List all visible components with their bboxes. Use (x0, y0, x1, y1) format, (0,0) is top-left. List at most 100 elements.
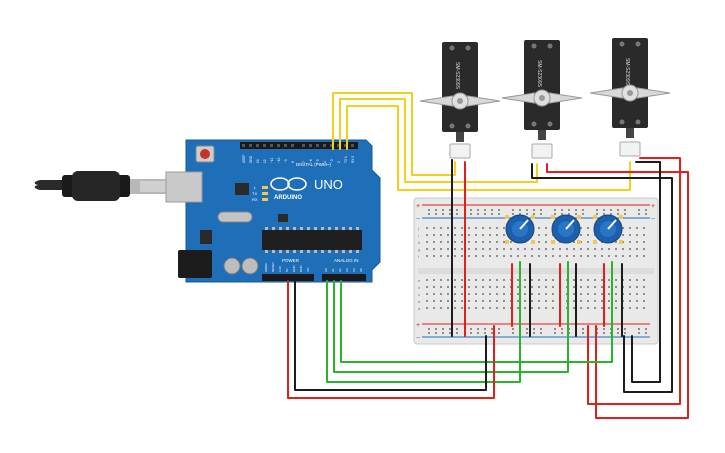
servo-1[interactable]: SM-S2309S (419, 42, 501, 159)
breadboard-hole[interactable] (426, 234, 428, 236)
breadboard-hole[interactable] (533, 209, 535, 211)
breadboard-hole[interactable] (531, 279, 533, 281)
breadboard-hole[interactable] (447, 293, 449, 295)
breadboard-hole[interactable] (545, 248, 547, 250)
breadboard-hole[interactable] (596, 213, 598, 215)
breadboard-hole[interactable] (526, 213, 528, 215)
breadboard-hole[interactable] (454, 227, 456, 229)
breadboard-hole[interactable] (594, 255, 596, 257)
breadboard-hole[interactable] (608, 248, 610, 250)
breadboard-hole[interactable] (470, 332, 472, 334)
breadboard-hole[interactable] (447, 300, 449, 302)
breadboard-hole[interactable] (624, 209, 626, 211)
breadboard-hole[interactable] (554, 213, 556, 215)
breadboard-hole[interactable] (636, 279, 638, 281)
breadboard-hole[interactable] (461, 286, 463, 288)
breadboard-hole[interactable] (582, 213, 584, 215)
breadboard-hole[interactable] (470, 209, 472, 211)
breadboard-hole[interactable] (428, 209, 430, 211)
breadboard-hole[interactable] (428, 328, 430, 330)
breadboard-hole[interactable] (524, 307, 526, 309)
breadboard-hole[interactable] (624, 328, 626, 330)
breadboard-hole[interactable] (573, 279, 575, 281)
breadboard-hole[interactable] (594, 279, 596, 281)
breadboard-hole[interactable] (475, 286, 477, 288)
breadboard-hole[interactable] (622, 234, 624, 236)
breadboard-hole[interactable] (573, 286, 575, 288)
breadboard-hole[interactable] (540, 209, 542, 211)
breadboard-hole[interactable] (468, 255, 470, 257)
breadboard-hole[interactable] (447, 248, 449, 250)
breadboard-hole[interactable] (426, 307, 428, 309)
breadboard-hole[interactable] (475, 255, 477, 257)
breadboard-hole[interactable] (503, 286, 505, 288)
breadboard-hole[interactable] (636, 241, 638, 243)
breadboard-hole[interactable] (524, 279, 526, 281)
breadboard-hole[interactable] (566, 248, 568, 250)
breadboard-hole[interactable] (440, 227, 442, 229)
breadboard-hole[interactable] (645, 332, 647, 334)
breadboard-hole[interactable] (482, 293, 484, 295)
wire-green-a0[interactable] (326, 261, 521, 383)
breadboard-hole[interactable] (580, 300, 582, 302)
breadboard-hole[interactable] (482, 286, 484, 288)
breadboard-hole[interactable] (573, 293, 575, 295)
breadboard-hole[interactable] (629, 241, 631, 243)
breadboard-hole[interactable] (531, 255, 533, 257)
breadboard-hole[interactable] (517, 300, 519, 302)
breadboard-hole[interactable] (489, 248, 491, 250)
breadboard-hole[interactable] (533, 332, 535, 334)
breadboard-hole[interactable] (468, 227, 470, 229)
wire-red-servo-3[interactable] (587, 157, 681, 405)
breadboard-hole[interactable] (587, 234, 589, 236)
breadboard-hole[interactable] (468, 307, 470, 309)
potentiometer-2[interactable] (551, 214, 581, 244)
breadboard-hole[interactable] (573, 255, 575, 257)
breadboard-hole[interactable] (636, 248, 638, 250)
breadboard-hole[interactable] (580, 286, 582, 288)
breadboard-hole[interactable] (610, 209, 612, 211)
breadboard-hole[interactable] (447, 279, 449, 281)
breadboard-hole[interactable] (442, 328, 444, 330)
breadboard-hole[interactable] (477, 213, 479, 215)
breadboard-hole[interactable] (503, 227, 505, 229)
breadboard-hole[interactable] (468, 286, 470, 288)
breadboard-hole[interactable] (447, 307, 449, 309)
breadboard-hole[interactable] (496, 279, 498, 281)
breadboard-hole[interactable] (482, 227, 484, 229)
breadboard-hole[interactable] (582, 328, 584, 330)
power-header[interactable] (262, 274, 314, 281)
breadboard-hole[interactable] (510, 255, 512, 257)
breadboard-hole[interactable] (629, 248, 631, 250)
breadboard-hole[interactable] (608, 293, 610, 295)
breadboard-hole[interactable] (643, 255, 645, 257)
breadboard-hole[interactable] (568, 209, 570, 211)
breadboard-hole[interactable] (496, 241, 498, 243)
breadboard-hole[interactable] (561, 332, 563, 334)
breadboard-hole[interactable] (454, 241, 456, 243)
breadboard-hole[interactable] (601, 286, 603, 288)
breadboard-hole[interactable] (552, 255, 554, 257)
breadboard-hole[interactable] (512, 332, 514, 334)
breadboard-hole[interactable] (510, 248, 512, 250)
breadboard-hole[interactable] (484, 209, 486, 211)
breadboard-hole[interactable] (617, 332, 619, 334)
breadboard-hole[interactable] (482, 279, 484, 281)
breadboard-hole[interactable] (587, 300, 589, 302)
usb-cable[interactable] (34, 171, 170, 201)
breadboard-hole[interactable] (440, 300, 442, 302)
breadboard-hole[interactable] (475, 293, 477, 295)
breadboard-hole[interactable] (615, 279, 617, 281)
breadboard-hole[interactable] (468, 241, 470, 243)
servo-2[interactable]: SM-S2309S (501, 40, 583, 159)
breadboard-hole[interactable] (594, 293, 596, 295)
breadboard-hole[interactable] (561, 328, 563, 330)
breadboard-hole[interactable] (629, 300, 631, 302)
breadboard-hole[interactable] (435, 213, 437, 215)
breadboard-hole[interactable] (533, 328, 535, 330)
breadboard-hole[interactable] (531, 300, 533, 302)
breadboard-hole[interactable] (517, 255, 519, 257)
breadboard-hole[interactable] (580, 255, 582, 257)
breadboard-hole[interactable] (538, 234, 540, 236)
